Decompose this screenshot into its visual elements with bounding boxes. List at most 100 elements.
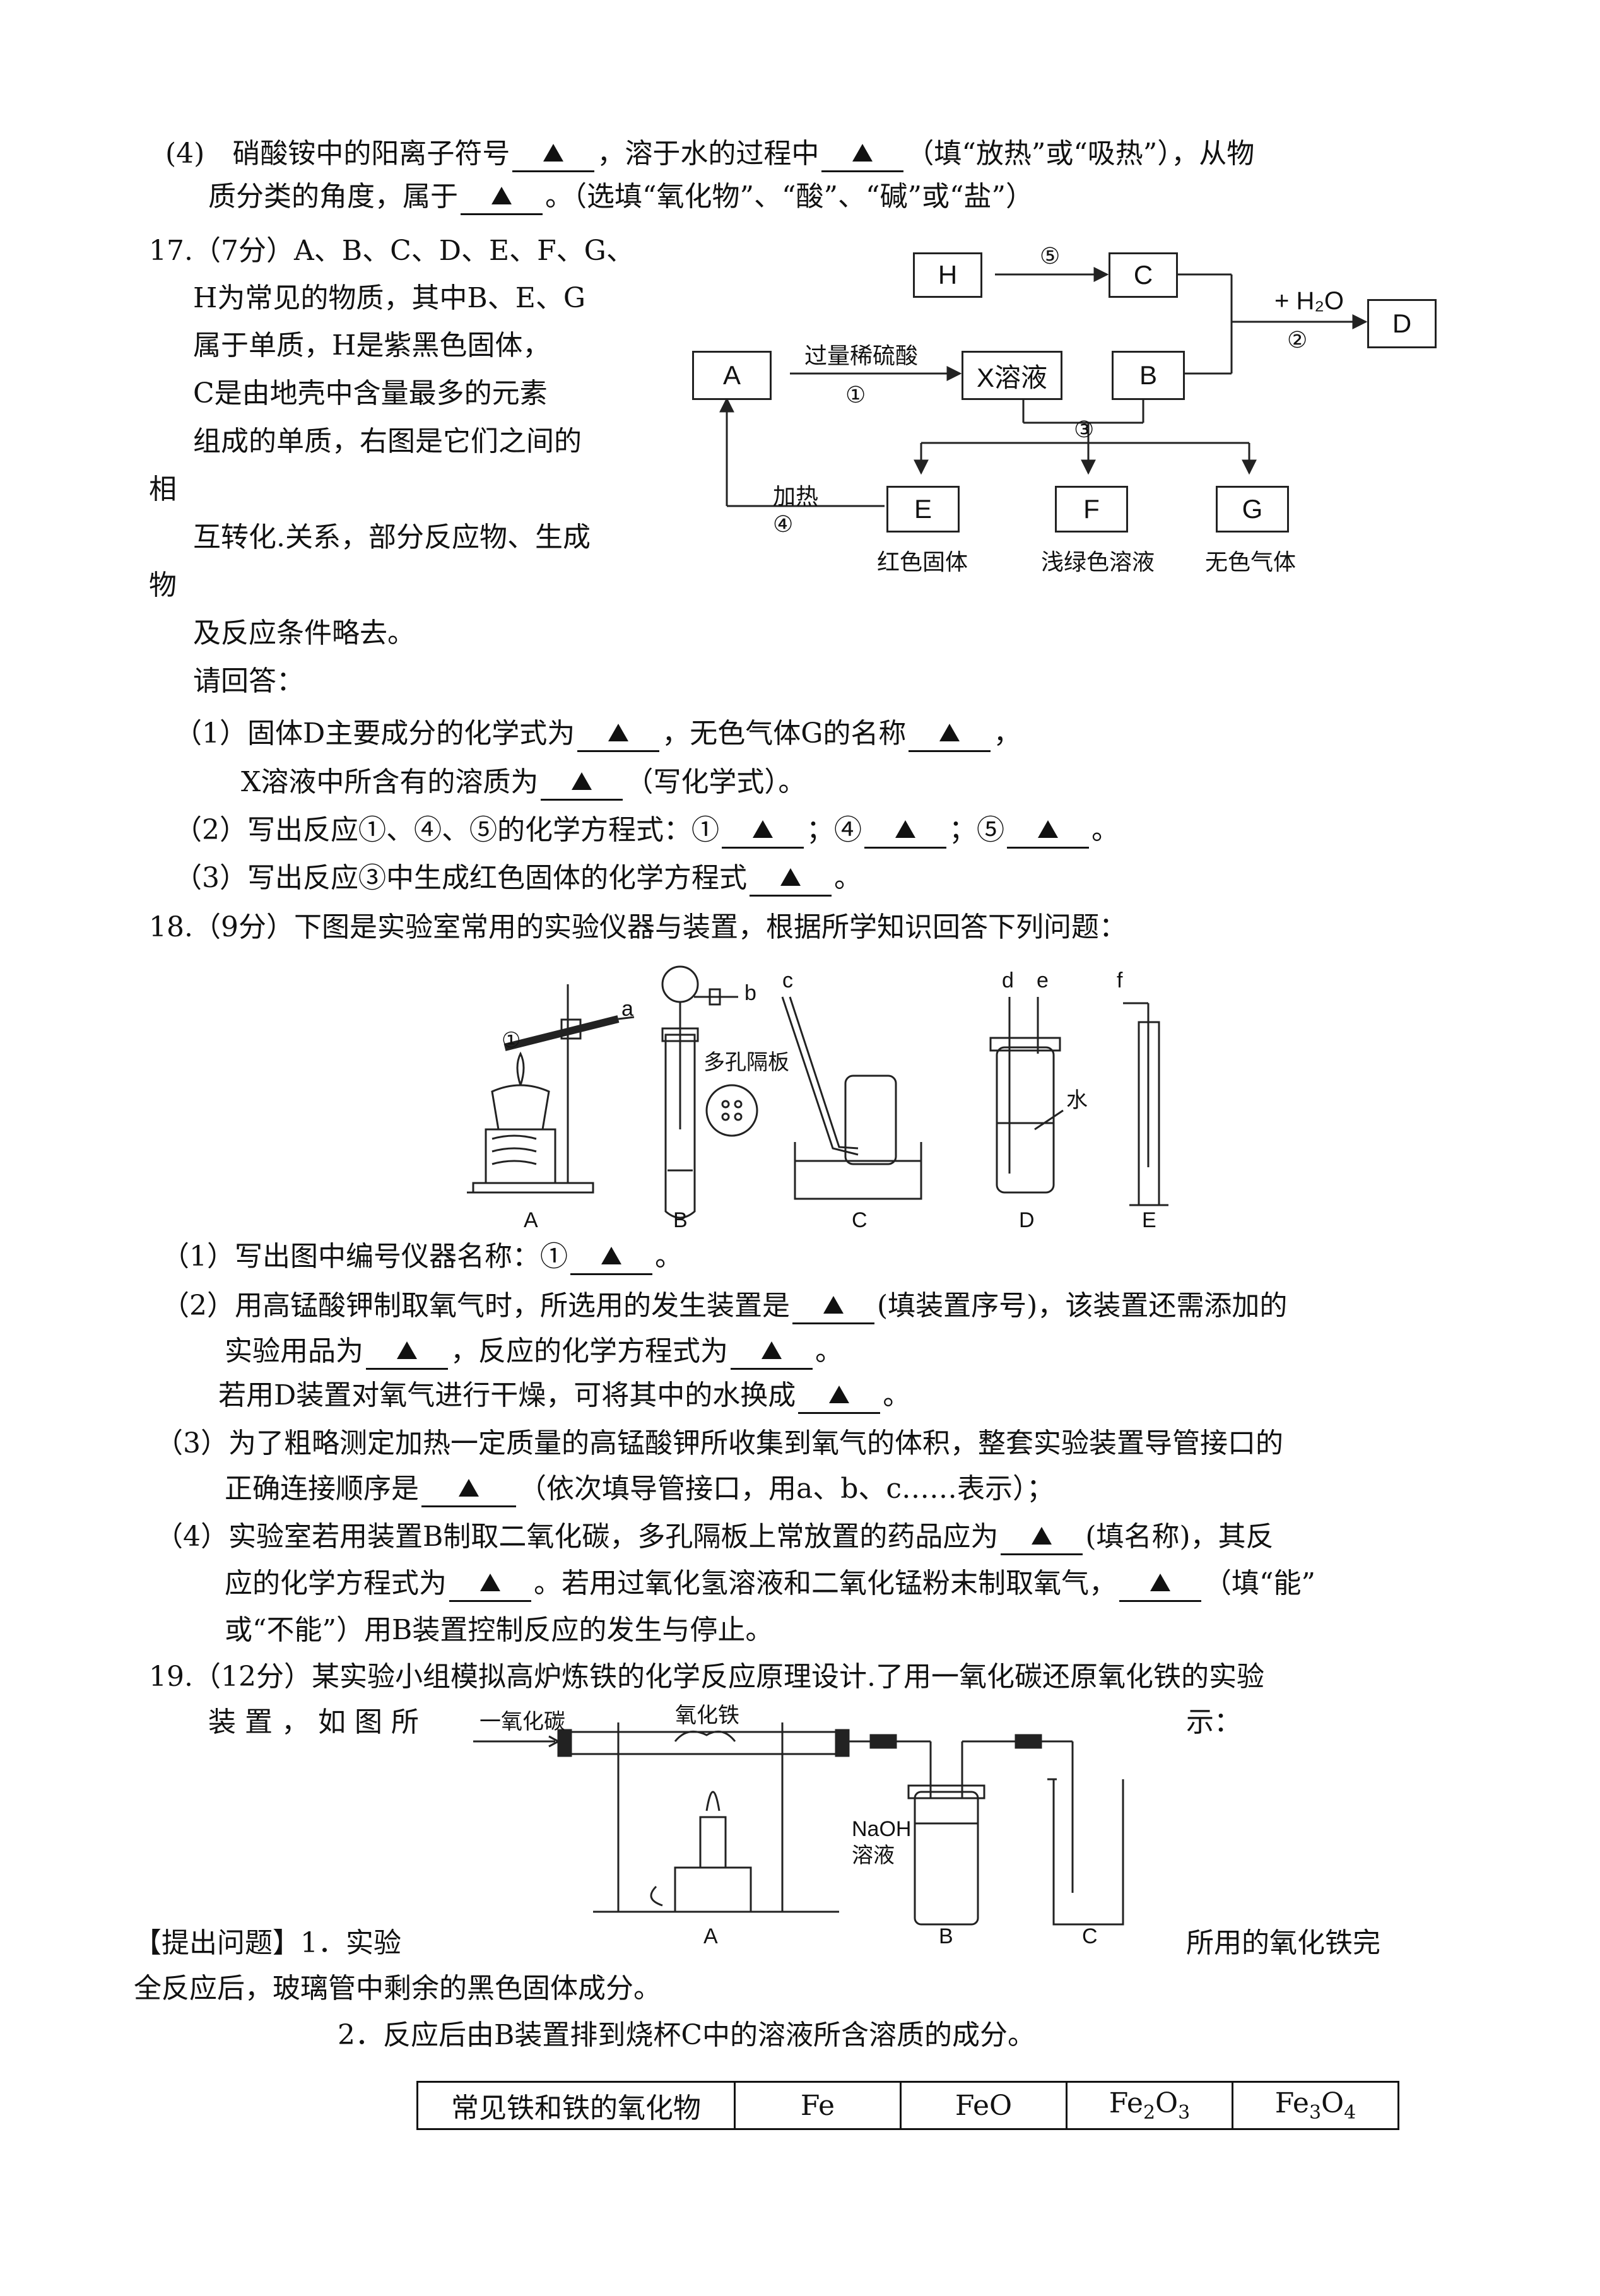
table-row: 常见铁和铁的氧化物 Fe FeO Fe2O3 Fe3O4 — [416, 2081, 1399, 2130]
triangle-icon — [543, 144, 564, 162]
q17-intro-line: 17.（7分）A、B、C、D、E、F、G、 — [149, 235, 634, 267]
q17-intro-line: 物 — [149, 569, 177, 601]
triangle-icon — [753, 820, 773, 838]
answer-blank[interactable] — [366, 1335, 448, 1370]
answer-blank[interactable] — [909, 717, 991, 752]
triangle-icon — [823, 1296, 844, 1314]
node-a: A — [692, 351, 772, 400]
label-apparatus-b: B — [939, 1924, 953, 1948]
triangle-icon — [780, 868, 801, 886]
label-apparatus-a: A — [524, 1208, 538, 1232]
q17-intro-line: H为常见的物质，其中B、E、G — [193, 282, 585, 314]
label-e: e — [1037, 968, 1049, 992]
node-e: E — [886, 486, 960, 533]
q18-part3-line1: （3）为了粗略测定加热一定质量的高锰酸钾所收集到氧气的体积，整套实验装置导管接口… — [155, 1427, 1283, 1459]
q17-intro-line: 互转化.关系，部分反应物、生成 — [193, 521, 591, 553]
caption-e: 红色固体 — [877, 549, 968, 575]
node-c: C — [1109, 252, 1178, 298]
answer-blank[interactable] — [1007, 814, 1089, 849]
edge-label-water: + H₂O — [1274, 287, 1344, 315]
q18-part2-line1: （2）用高锰酸钾制取氧气时，所选用的发生装置是(填装置序号)，该装置还需添加的 — [162, 1287, 1287, 1325]
answer-blank[interactable] — [512, 138, 595, 172]
triangle-icon — [1038, 820, 1058, 838]
q18-part1: （1）写出图中编号仪器名称：①。 — [162, 1238, 683, 1276]
q18-part2-line2: 实验用品为，反应的化学方程式为。 — [225, 1333, 843, 1370]
table-cell: Fe2O3 — [1066, 2081, 1233, 2130]
label-water: 水 — [1066, 1088, 1088, 1112]
answer-blank[interactable] — [731, 1335, 813, 1370]
q18-intro: 18.（9分）下图是实验室常用的实验仪器与装置，根据所学知识回答下列问题： — [149, 911, 1127, 943]
triangle-icon — [939, 724, 960, 741]
diagram-connectors — [719, 267, 1368, 507]
answer-blank[interactable] — [1119, 1567, 1201, 1602]
q18-apparatus-figure: ① a b 多孔隔板 c d e 水 f A B C D E — [467, 965, 1168, 1232]
q19-apparatus-figure: 一氧化碳 氧化铁 NaOH 溶液 A B C — [473, 1704, 1124, 1948]
node-b: B — [1112, 351, 1185, 400]
label-d: d — [1002, 968, 1014, 992]
q19-question-right: 所用的氧化铁完 — [1186, 1927, 1380, 1959]
q17-part2: （2）写出反应①、④、⑤的化学方程式：①；④；⑤。 — [174, 811, 1119, 849]
triangle-icon — [895, 820, 915, 838]
q17-part3: （3）写出反应③中生成红色固体的化学方程式。 — [174, 859, 862, 897]
triangle-icon — [601, 1247, 621, 1264]
answer-blank[interactable] — [792, 1290, 874, 1324]
q18-part3-line2: 正确连接顺序是（依次填导管接口，用a、b、c……表示）； — [225, 1470, 1054, 1508]
label-c: c — [782, 968, 793, 992]
table-header-cell: 常见铁和铁的氧化物 — [416, 2081, 736, 2130]
answer-blank[interactable] — [449, 1567, 531, 1602]
answer-blank[interactable] — [461, 180, 543, 215]
edge-label-r5: ⑤ — [1040, 243, 1061, 269]
node-h: H — [913, 252, 982, 298]
label-f: f — [1117, 968, 1123, 992]
caption-g: 无色气体 — [1205, 549, 1297, 575]
q17-intro-line: 及反应条件略去。 — [193, 617, 415, 649]
q17-part1-line2: X溶液中所含有的溶质为（写化学式）。 — [241, 763, 806, 801]
answer-blank[interactable] — [750, 862, 832, 897]
answer-blank[interactable] — [798, 1379, 881, 1414]
table-cell: Fe — [734, 2081, 902, 2130]
q19-question-left: 【提出问题】1．实验 — [134, 1927, 401, 1959]
answer-blank[interactable] — [541, 766, 623, 801]
q18-part2-line3: 若用D装置对氧气进行干燥，可将其中的水换成。 — [218, 1377, 910, 1415]
answer-blank[interactable] — [570, 1240, 652, 1275]
answer-blank[interactable] — [722, 814, 804, 849]
q18-part4-line1: （4）实验室若用装置B制取二氧化碳，多孔隔板上常放置的药品应为(填名称)，其反 — [155, 1518, 1274, 1556]
triangle-icon — [762, 1341, 782, 1359]
answer-blank[interactable] — [421, 1473, 516, 1507]
triangle-icon — [1032, 1527, 1052, 1545]
q16-part4-line2: 质分类的角度，属于。（选填“氧化物”、“酸”、“碱”或“盐”） — [208, 178, 1033, 216]
q17-intro-line: 组成的单质，右图是它们之间的 — [193, 425, 582, 457]
triangle-icon — [608, 724, 629, 741]
triangle-icon — [852, 144, 873, 162]
q16-part4-line1: (4) 硝酸铵中的阳离子符号，溶于水的过程中（填“放热”或“吸热”），从物 — [165, 135, 1254, 173]
q19-question-line3: 2．反应后由B装置排到烧杯C中的溶液所含溶质的成分。 — [338, 2019, 1035, 2051]
q19-question-line2: 全反应后，玻璃管中剩余的黑色固体成分。 — [134, 1972, 661, 2005]
answer-blank[interactable] — [864, 814, 946, 849]
label-plate: 多孔隔板 — [703, 1051, 789, 1074]
label-co: 一氧化碳 — [479, 1710, 565, 1734]
triangle-icon — [829, 1386, 850, 1403]
triangle-icon — [480, 1574, 500, 1591]
edge-label-acid: 过量稀硫酸 — [804, 343, 919, 368]
caption-f: 浅绿色溶液 — [1041, 549, 1155, 575]
triangle-icon — [572, 772, 592, 790]
edge-label-r4: ④ — [773, 511, 794, 537]
label-apparatus-b: B — [673, 1208, 688, 1232]
triangle-icon — [459, 1479, 479, 1497]
edge-label-heat: 加热 — [773, 483, 819, 509]
answer-blank[interactable] — [1001, 1521, 1083, 1555]
label-naoh1: NaOH — [852, 1817, 911, 1841]
edge-label-r3: ③ — [1074, 416, 1095, 442]
answer-blank[interactable] — [821, 138, 904, 172]
node-g: G — [1216, 486, 1289, 533]
q17-part1-line1: （1）固体D主要成分的化学式为，无色气体G的名称， — [174, 715, 1021, 753]
q19-line2-right: 示： — [1186, 1706, 1242, 1738]
label-a: a — [621, 997, 633, 1021]
answer-blank[interactable] — [577, 717, 660, 752]
label-b: b — [744, 981, 756, 1005]
label-apparatus-e: E — [1142, 1208, 1156, 1232]
iron-oxides-table: 常见铁和铁的氧化物 Fe FeO Fe2O3 Fe3O4 — [416, 2081, 1399, 2130]
table-cell: Fe3O4 — [1232, 2081, 1399, 2130]
triangle-icon — [1150, 1574, 1170, 1591]
label-naoh2: 溶液 — [852, 1844, 895, 1868]
